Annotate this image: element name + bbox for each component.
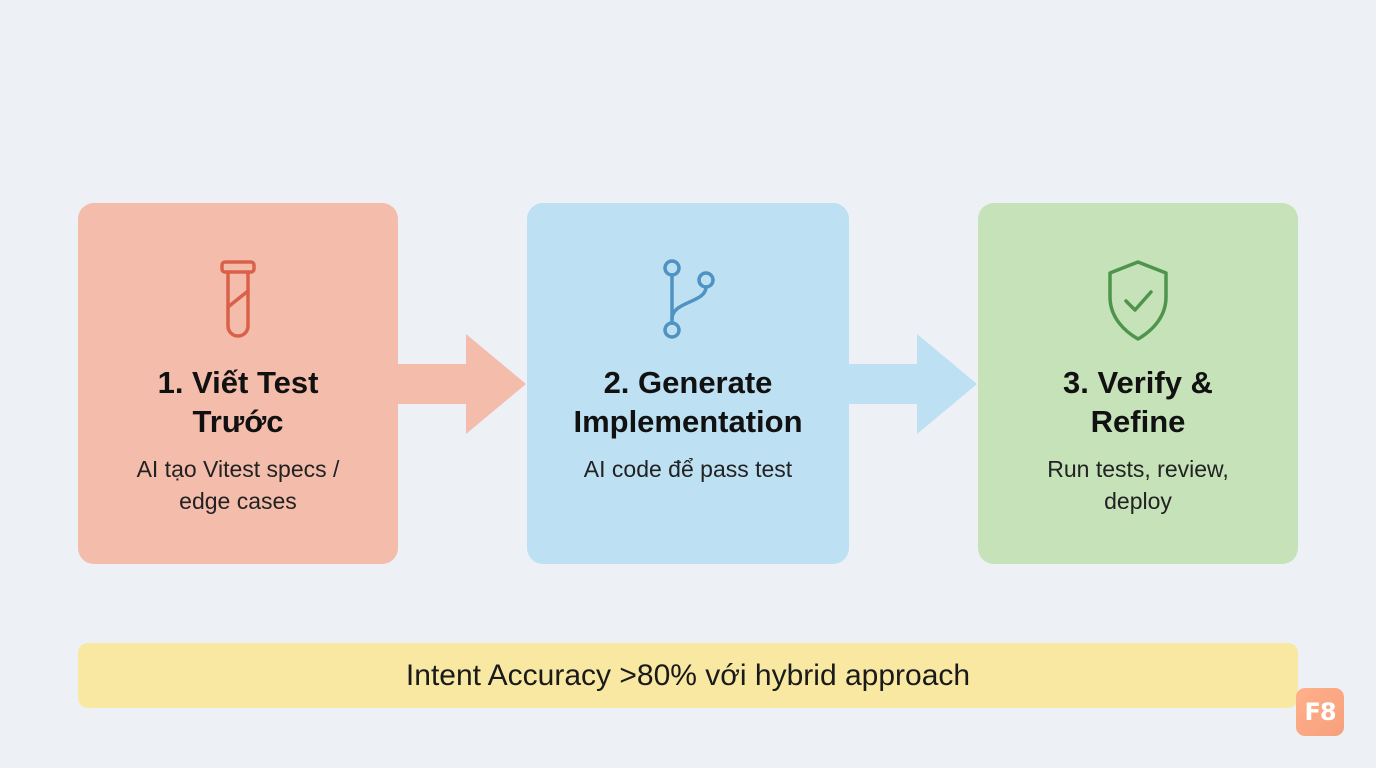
step-description: AI code để pass test	[583, 456, 793, 482]
flow-arrow-2-to-3	[847, 334, 977, 434]
git-branch-icon	[656, 259, 720, 343]
step-title: 1. Viết Test Trước	[157, 365, 319, 439]
flow-arrow-1-to-2	[396, 334, 526, 434]
step-description: AI tạo Vitest specs / edge cases	[136, 456, 340, 514]
f8-logo: F8	[1296, 688, 1344, 736]
step-card-generate-implementation: 2. Generate Implementation AI code để pa…	[527, 203, 849, 564]
step-title: 3. Verify & Refine	[1063, 365, 1213, 439]
shield-check-icon	[1106, 259, 1170, 343]
step-card-write-test: 1. Viết Test Trước AI tạo Vitest specs /…	[78, 203, 398, 564]
step-title: 2. Generate Implementation	[573, 365, 803, 439]
test-tube-icon	[206, 259, 270, 343]
step-description: Run tests, review, deploy	[1047, 456, 1229, 514]
intent-accuracy-banner: Intent Accuracy >80% với hybrid approach	[78, 643, 1298, 708]
step-card-verify-refine: 3. Verify & Refine Run tests, review, de…	[978, 203, 1298, 564]
banner-text: Intent Accuracy >80% với hybrid approach	[405, 659, 971, 692]
